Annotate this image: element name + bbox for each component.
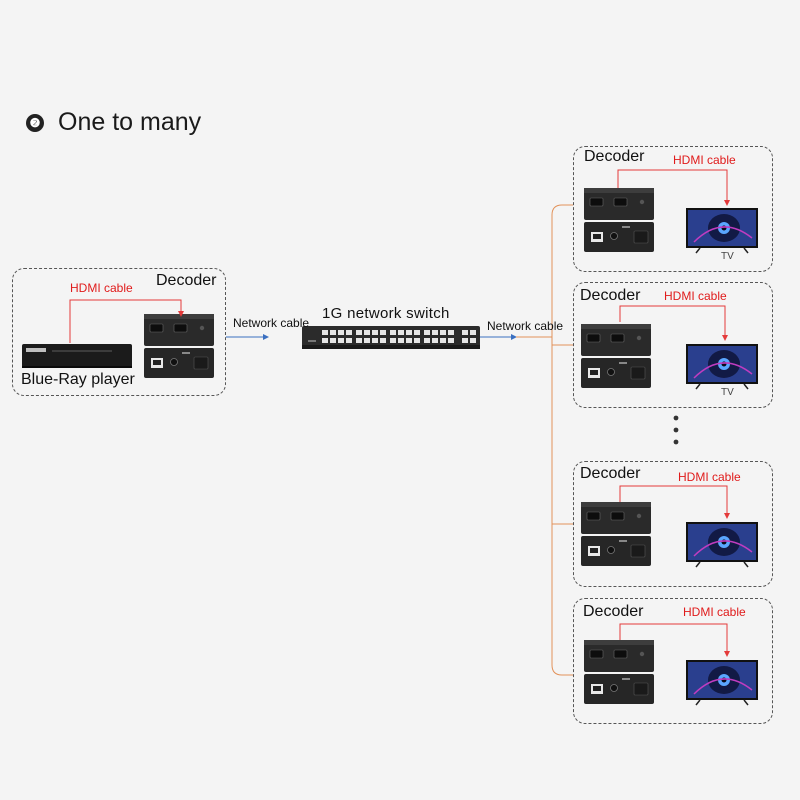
receiver-decoder-label-4: Decoder — [583, 603, 644, 620]
blu-ray-player-icon — [22, 344, 132, 368]
source-decoder-device-icon — [143, 313, 215, 379]
receiver-decoder-device-icon-4 — [583, 639, 655, 705]
hdmi-line-4 — [619, 623, 730, 657]
tv-icon-3 — [685, 521, 759, 568]
hdmi-line-3 — [619, 485, 730, 519]
switch-label: 1G network switch — [322, 305, 450, 322]
receiver-decoder-device-icon-2 — [580, 323, 652, 389]
receiver-group-box-3 — [573, 461, 773, 587]
source-hdmi-label: HDMI cable — [70, 281, 133, 295]
receiver-decoder-device-icon-1 — [583, 187, 655, 253]
right-network-label: Network cable — [487, 319, 564, 333]
receiver-hdmi-label-4: HDMI cable — [683, 605, 746, 619]
left-network-label: Network cable — [233, 316, 310, 330]
receiver-decoder-device-icon-3 — [580, 501, 652, 567]
source-group-box — [12, 268, 226, 396]
branch-lines — [551, 204, 573, 676]
receiver-decoder-label-2: Decoder — [580, 287, 641, 304]
receiver-hdmi-label-2: HDMI cable — [664, 289, 727, 303]
receiver-tv-label-1: TV — [721, 251, 734, 262]
source-decoder-label: Decoder — [156, 272, 217, 289]
receiver-decoder-label-3: Decoder — [580, 465, 641, 482]
section-heading: ❷ One to many — [26, 108, 201, 137]
section-number: ❷ — [26, 113, 44, 132]
receiver-hdmi-label-1: HDMI cable — [673, 153, 736, 167]
receiver-group-box-2 — [573, 282, 773, 408]
receiver-tv-label-2: TV — [721, 387, 734, 398]
receiver-hdmi-label-3: HDMI cable — [678, 470, 741, 484]
receiver-decoder-label-1: Decoder — [584, 148, 645, 165]
tv-icon-2 — [685, 343, 759, 390]
hdmi-line-2 — [619, 305, 728, 341]
network-switch-icon — [302, 326, 480, 349]
more-receivers-ellipsis — [673, 415, 679, 445]
receiver-group-box-4 — [573, 598, 773, 724]
receiver-group-box-1 — [573, 146, 773, 272]
source-player-label: Blue-Ray player — [21, 371, 135, 388]
section-title: One to many — [58, 108, 202, 136]
hdmi-line-1 — [617, 169, 730, 206]
tv-icon-4 — [685, 659, 759, 706]
hdmi-connection-line — [69, 299, 184, 343]
tv-icon-1 — [685, 207, 759, 254]
